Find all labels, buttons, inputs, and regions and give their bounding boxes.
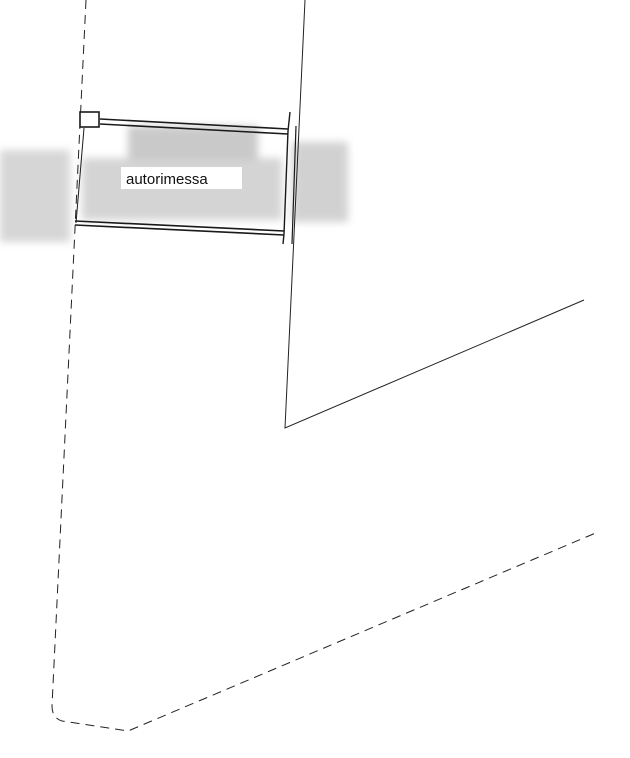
garage-right-wall-ext-top	[287, 111, 291, 132]
garage-top-wall-outer	[99, 118, 289, 130]
garage-bottom-wall-outer	[74, 220, 285, 232]
garage-left-wall	[75, 127, 85, 224]
garage-top-wall-inner	[99, 123, 289, 135]
corner-pillar	[79, 111, 100, 128]
room-label-background	[121, 167, 242, 189]
room-label: autorimessa	[126, 171, 208, 188]
redaction-patch-left	[0, 150, 70, 242]
garage-right-wall-ext-bottom	[282, 233, 285, 245]
garage-right-wall	[283, 130, 289, 235]
redaction-patch-right	[292, 142, 348, 222]
garage-room	[74, 111, 297, 245]
garage-bottom-wall-inner	[74, 224, 285, 236]
garage-right-wall-second	[291, 125, 297, 245]
property-boundary-dashed	[51, 0, 599, 732]
building-outline	[284, 0, 585, 429]
